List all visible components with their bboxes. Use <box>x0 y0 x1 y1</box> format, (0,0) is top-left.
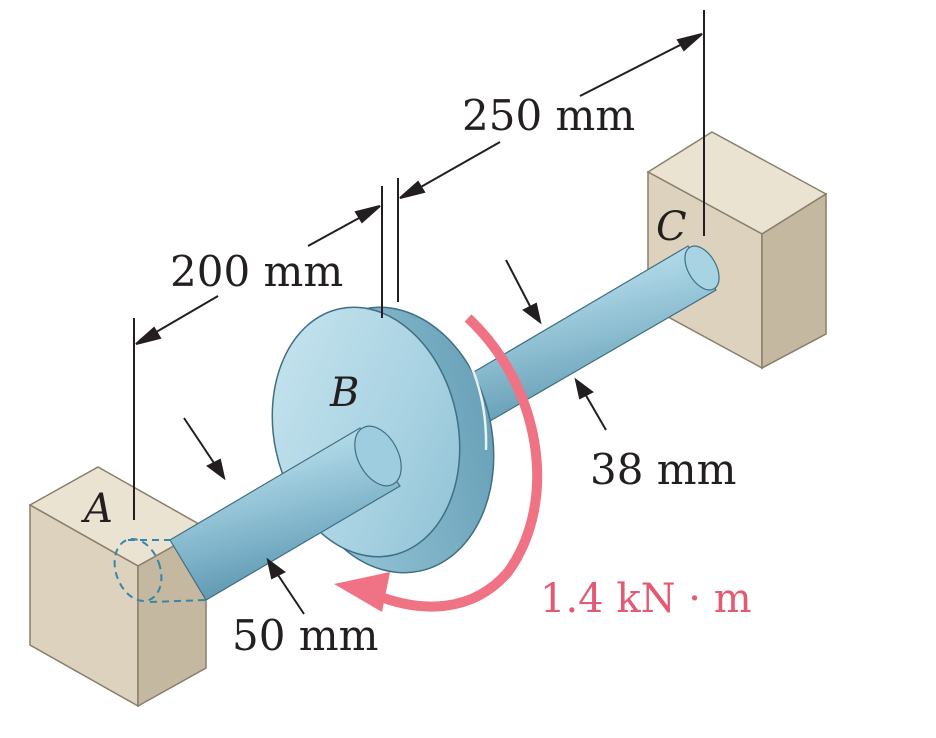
torque-arrow <box>334 314 543 612</box>
dia-38-bottom-leader <box>583 391 607 431</box>
point-a-label: A <box>80 486 113 532</box>
torque-label: 1.4 kN · m <box>540 576 752 622</box>
dim-200-right-head <box>354 205 381 224</box>
support-c-side <box>761 192 827 370</box>
length-ab-label: 200 mm <box>170 247 343 296</box>
dia-38-bottom-head <box>574 377 594 400</box>
point-b-label: B <box>329 370 359 416</box>
shaft-ab-body <box>169 427 401 601</box>
dia-38-top-leader <box>505 259 533 311</box>
support-a <box>28 466 208 708</box>
dim-250-right-head <box>676 33 703 52</box>
dim-250-left-head <box>399 180 426 199</box>
dim-200-left-head <box>135 326 162 345</box>
dim-200-left-leg <box>145 295 219 339</box>
dia-38-top-head <box>522 302 542 325</box>
shaft-ab-hidden-end <box>113 538 163 602</box>
point-c-label: C <box>656 204 687 250</box>
diameter-bc-label: 38 mm <box>590 445 736 494</box>
shaft-ab-hidden-edge-bottom <box>149 599 207 603</box>
length-bc-label: 250 mm <box>462 91 635 140</box>
disc-b-highlight <box>449 329 488 451</box>
dim-250-left-leg <box>411 141 501 193</box>
diameter-ab-label: 50 mm <box>232 611 378 660</box>
shaft-ab <box>113 425 402 603</box>
diameter-leaders <box>183 259 607 615</box>
support-c <box>646 131 828 370</box>
length-dimensions <box>133 10 705 520</box>
torque-arrow-curve <box>376 314 543 612</box>
dia-50-top-head <box>206 458 226 481</box>
dia-50-bottom-head <box>266 557 286 580</box>
shaft-bc-end <box>684 245 720 291</box>
dia-50-bottom-leader <box>275 571 305 615</box>
dim-250-right-leg <box>579 39 691 97</box>
torque-arrowhead <box>334 572 390 612</box>
shaft-ab-end <box>354 425 402 487</box>
dia-50-top-leader <box>183 417 217 467</box>
